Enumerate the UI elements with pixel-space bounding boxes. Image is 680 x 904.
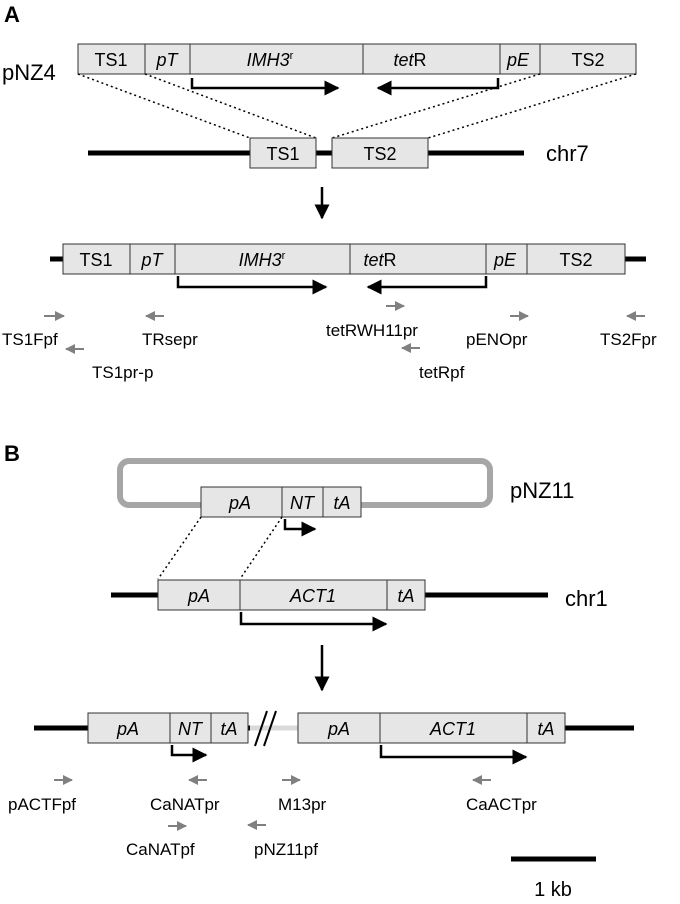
- primer-arrows-b: [54, 775, 491, 831]
- recombination-dotted-lines-a: [77, 73, 637, 139]
- pnz4-imh3-label: IMH3r: [247, 50, 294, 70]
- int-imh3-direction-arrow: [176, 276, 328, 295]
- chr1-act1-locus: [157, 579, 426, 611]
- primer-canatpf: CaNATpf: [126, 840, 195, 859]
- integrated-construct-a: [62, 243, 626, 275]
- plasmid-pnz4-label: pNZ4: [2, 60, 56, 85]
- pnz11-label: pNZ11: [510, 478, 574, 503]
- integrated-insert-b: [87, 712, 566, 744]
- recombination-dotted-lines-b: [157, 516, 283, 580]
- panel-b-label: B: [4, 441, 20, 466]
- chr1-act1-label: ACT1: [289, 586, 336, 606]
- pnz11-nt-direction-arrow: [283, 519, 317, 537]
- int-tetr-label: tetR: [363, 250, 396, 270]
- pnz4-construct: [77, 43, 637, 75]
- int-ts1-label: TS1: [79, 250, 112, 270]
- int-b-ta2-label: tA: [537, 719, 554, 739]
- int-pe-label: pE: [493, 250, 517, 270]
- int-b-ta-label: tA: [220, 719, 237, 739]
- primer-caactpr: CaACTpr: [466, 795, 537, 814]
- chr1-label: chr1: [565, 586, 608, 611]
- integrated-act1-box-b: [297, 712, 566, 744]
- pnz4-ts2-label: TS2: [571, 50, 604, 70]
- pnz11-insert: [200, 486, 362, 518]
- chr1-ta-label: tA: [397, 586, 414, 606]
- primer-pnz11pf: pNZ11pf: [254, 840, 318, 859]
- primer-ts1pr-p: TS1pr-p: [92, 363, 153, 382]
- primer-tetrpf: tetRpf: [419, 363, 465, 382]
- int-ts2-label: TS2: [559, 250, 592, 270]
- pnz11-insert-box: [200, 486, 362, 518]
- chr7-ts1-box: [249, 137, 317, 169]
- pnz4-tetr-direction-arrow: [376, 78, 500, 96]
- integrated-insert-box-b: [87, 712, 249, 744]
- int-b-nt-label: NT: [178, 719, 204, 739]
- int-b-pa2-label: pA: [327, 719, 350, 739]
- integrated-box-a: [62, 243, 626, 275]
- chr7-label: chr7: [546, 141, 589, 166]
- chr7-ts2-label: TS2: [363, 144, 396, 164]
- int-b-nt-direction-arrow: [170, 745, 208, 763]
- primer-trsepr: TRsepr: [142, 330, 198, 349]
- axis-break-symbol: [254, 710, 277, 747]
- primer-arrows-a: [44, 301, 645, 354]
- pnz4-imh3-direction-arrow: [190, 78, 340, 96]
- primer-tetrwh11pr: tetRWH11pr: [326, 321, 418, 340]
- chr1-locus-box: [157, 579, 426, 611]
- pnz4-box: [77, 43, 637, 75]
- pnz4-pt-label: pT: [155, 50, 179, 70]
- int-b-act1-label: ACT1: [429, 719, 476, 739]
- primer-pactfpf: pACTFpf: [8, 795, 76, 814]
- pnz11-pa-label: pA: [228, 493, 251, 513]
- int-pt-label: pT: [140, 250, 164, 270]
- primer-ts2fpr: TS2Fpr: [600, 330, 657, 349]
- int-b-pa-label: pA: [116, 719, 139, 739]
- chr7-ts2-box: [331, 137, 429, 169]
- chr1-pa-label: pA: [187, 586, 210, 606]
- pnz4-ts1-label: TS1: [94, 50, 127, 70]
- int-imh3-label: IMH3r: [239, 250, 286, 270]
- pnz11-ta-label: tA: [333, 493, 350, 513]
- pnz4-tetr-label: tetR: [393, 50, 426, 70]
- pnz11-nt-label: NT: [290, 493, 316, 513]
- primer-m13pr: M13pr: [278, 795, 327, 814]
- chr1-act1-direction-arrow: [239, 612, 388, 632]
- pnz4-pe-label: pE: [506, 50, 530, 70]
- chr7-ts1-label: TS1: [266, 144, 299, 164]
- primer-canatpr: CaNATpr: [150, 795, 220, 814]
- panel-a-label: A: [4, 2, 20, 27]
- primer-ts1fpf: TS1Fpf: [2, 330, 58, 349]
- scale-bar-label: 1 kb: [534, 879, 572, 901]
- primer-penopr: pENOpr: [466, 330, 528, 349]
- int-b-act1-direction-arrow: [379, 745, 528, 765]
- int-tetr-direction-arrow: [366, 276, 488, 295]
